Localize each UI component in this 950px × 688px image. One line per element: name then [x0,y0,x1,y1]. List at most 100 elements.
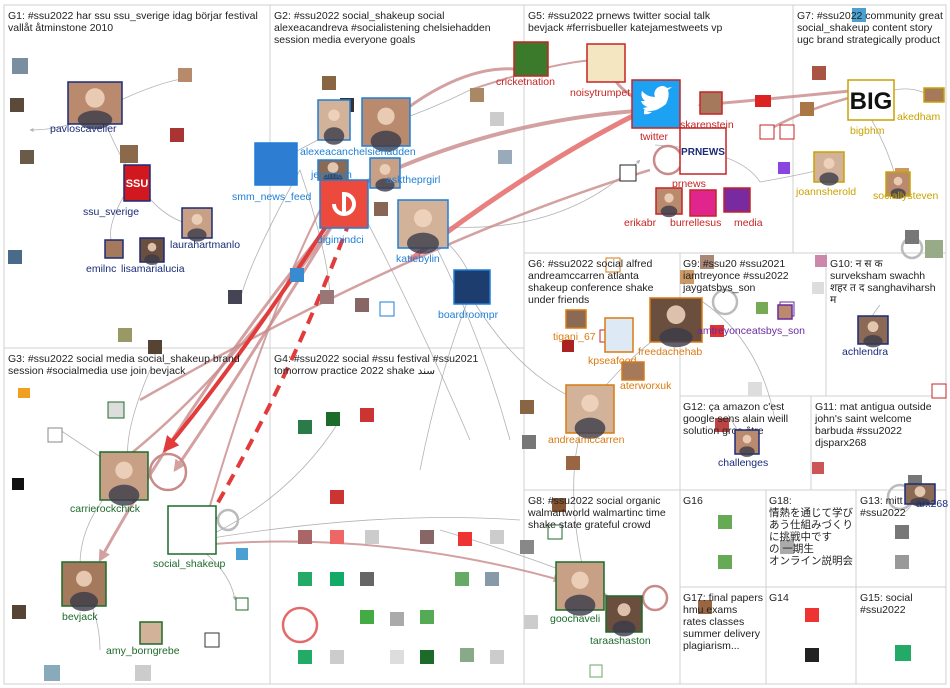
node-kpseafood[interactable]: kpseafood [588,317,637,367]
node-andreamccarren[interactable]: andreamccarren [548,384,625,446]
node-label: andreamccarren [548,434,625,446]
svg-text:SSU: SSU [126,178,149,190]
avatar-icon [565,309,587,329]
avatar-icon [621,361,645,381]
node-label: bigbhm [850,125,885,137]
node-social-shakeup[interactable]: social_shakeup [153,505,226,570]
node-label: carrierockchick [70,503,141,515]
node-goochaveli[interactable]: goochaveli [550,561,605,625]
node-amy-borngrebe[interactable]: amy_borngrebe [106,621,180,657]
node-laurahartmanlo[interactable]: laurahartmanlo [170,207,240,251]
node-katiebylin[interactable]: katiebylin [396,199,449,265]
group-title-g4: G4: #ssu2022 social #ssu festival #ssu20… [274,353,478,377]
node-label: pavloscavelier [50,123,117,135]
node-label: bevjack [62,611,98,623]
node-label: goochaveli [550,613,600,625]
node-label: amtreyonceatsbys_son [697,325,805,337]
node-arx268[interactable]: arx268 [904,483,948,510]
node-pavloscavelier[interactable]: pavloscavelier [50,81,123,135]
node-joannsherold[interactable]: joannsherold [795,151,856,198]
node-label: freedachehab [638,346,702,358]
smm-logo-icon [254,142,298,186]
minor-nodes [8,8,947,681]
node-lisamarialucia[interactable]: lisamarialucia [121,237,185,275]
avatar-icon [777,304,793,320]
node-label: akedham [897,111,940,123]
node-smm-news-feed[interactable]: smm_news_feed [232,142,312,203]
node-twitter[interactable]: twitter [631,79,681,143]
node-freedachehab[interactable]: freedachehab [638,297,703,358]
node-bigbhm[interactable]: BIG bigbhm [847,79,895,137]
node-amtreyonceatsbys-son[interactable]: amtreyonceatsbys_son [697,304,805,337]
avatar-icon [699,91,723,115]
node-label: chelsiehadden [348,146,416,158]
node-digimindci[interactable]: digimindci [317,179,369,246]
node-carrierockchick[interactable]: carrierockchick [70,451,149,515]
node-label: boardroompr [438,309,499,321]
svg-text:BIG: BIG [850,88,893,115]
boardroom-logo-icon [453,269,491,305]
node-noisytrumpet[interactable]: noisytrumpet [570,43,630,99]
group-labels: G1: #ssu2022 har ssu ssu_sverige idag bö… [8,10,943,652]
node-jeromem[interactable]: jeromem [310,159,352,183]
node-label: emilnc [86,263,116,275]
node-erikabr[interactable]: erikabr [624,187,683,229]
node-label: noisytrumpet [570,87,630,99]
node-label: challenges [718,457,768,469]
node-aterworxuk[interactable]: aterworxuk [620,361,672,392]
node-asktheprgirl[interactable]: asktheprgirl [369,157,440,192]
cricket-logo-icon [513,41,549,77]
node-sociallysteven[interactable]: sociallysteven [873,171,939,202]
self-loops [148,144,924,644]
node-cricketnation[interactable]: cricketnation [496,41,555,88]
node-achlendra[interactable]: achlendra [842,315,889,358]
node-bevjack[interactable]: bevjack [61,561,107,623]
node-label: digimindci [317,234,364,246]
node-challenges[interactable]: challenges [718,429,768,469]
node-burrellesus[interactable]: burrellesus [670,189,721,229]
avatar-icon [923,87,945,103]
burrelles-logo-icon [689,189,717,217]
node-akedham[interactable]: akedham [897,87,945,123]
node-label: burrellesus [670,217,721,229]
group-title-g15: G15: social#ssu2022 [860,592,913,616]
node-label: arx268 [916,498,948,510]
node-tigani-67[interactable]: tigani_67 [553,309,596,343]
big-logo-icon [847,79,895,121]
node-label: lisamarialucia [121,263,185,275]
node-label: sociallysteven [873,190,939,202]
tv-logo-icon [723,187,751,213]
node-alexeacan[interactable]: alexeacan [300,99,351,158]
node-label: taraashaston [590,635,651,647]
node-skarenstein[interactable]: skarenstein [680,91,734,131]
node-chelsiehadden[interactable]: chelsiehadden [348,97,416,158]
node-boardroompr[interactable]: boardroompr [438,269,499,321]
node-media[interactable]: media [723,187,763,229]
node-label: social_shakeup [153,558,226,570]
node-ssu-sverige[interactable]: SSU ssu_sverige [83,164,151,218]
node-taraashaston[interactable]: taraashaston [590,595,651,647]
node-label: achlendra [842,346,888,358]
svg-text:PRNEWS: PRNEWS [681,147,725,158]
node-emilnc[interactable]: emilnc [86,239,124,275]
trumpet-logo-icon [586,43,626,83]
node-label: cricketnation [496,76,555,88]
group-title-g16: G16 [683,495,703,507]
node-label: joannsherold [795,186,856,198]
node-label: ssu_sverige [83,206,139,218]
node-label: aterworxuk [620,380,672,392]
node-label: smm_news_feed [232,191,312,203]
node-label: alexeacan [300,146,348,158]
node-label: katiebylin [396,253,440,265]
